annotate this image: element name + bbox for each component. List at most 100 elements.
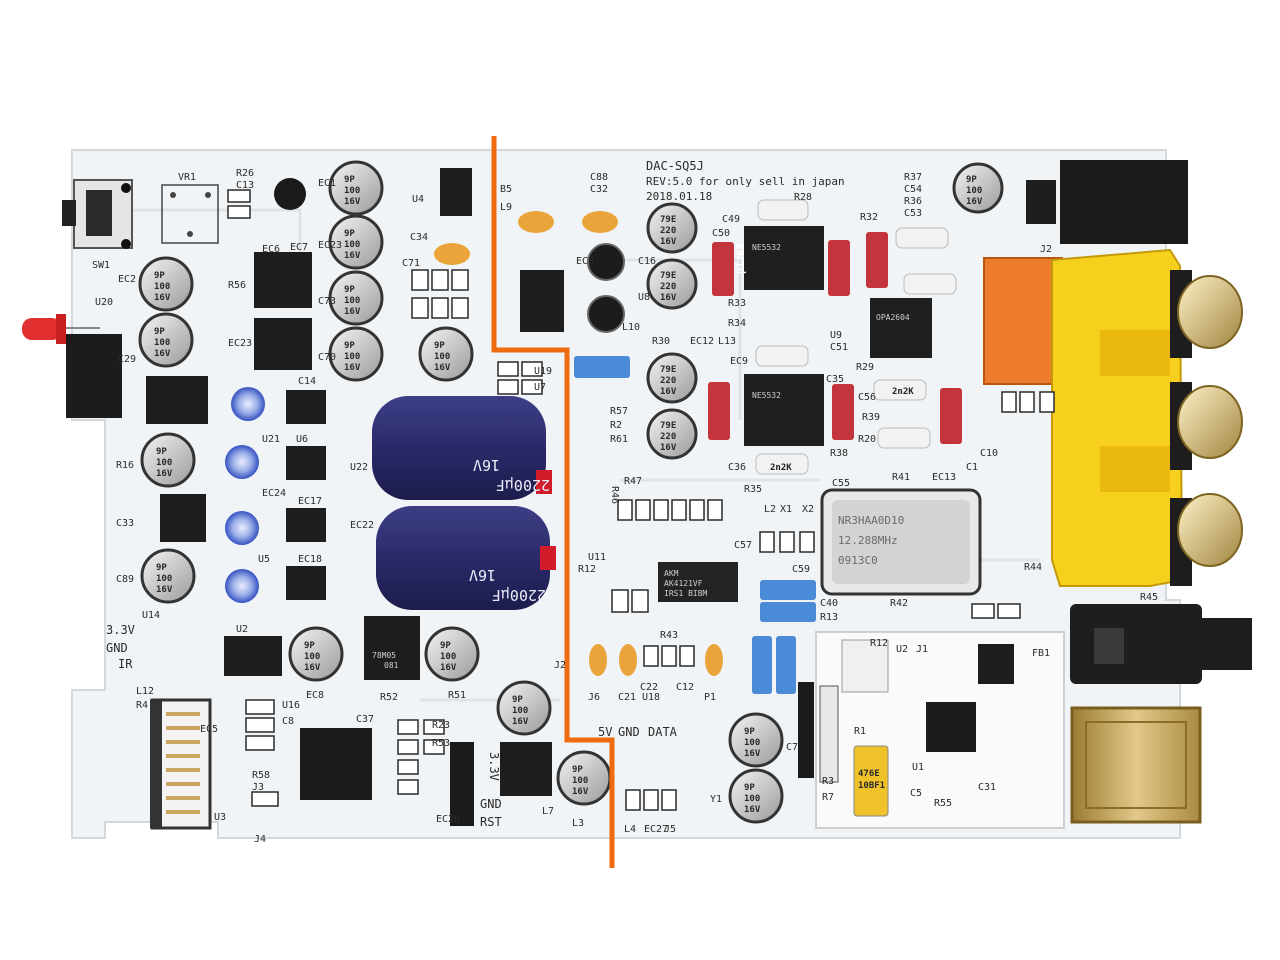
optical-connector xyxy=(1070,604,1252,684)
svg-text:9P: 9P xyxy=(744,783,755,793)
svg-text:J4: J4 xyxy=(254,834,266,845)
svg-text:R28: R28 xyxy=(794,192,812,203)
svg-text:220: 220 xyxy=(660,282,676,292)
svg-text:C51: C51 xyxy=(830,342,848,353)
label-rst: RST xyxy=(480,815,502,829)
svg-text:R20: R20 xyxy=(858,434,876,445)
svg-text:R42: R42 xyxy=(890,598,908,609)
svg-text:100: 100 xyxy=(154,338,170,348)
svg-text:B5: B5 xyxy=(500,184,512,195)
svg-text:12.288MHz: 12.288MHz xyxy=(838,534,898,547)
silk-vr1: VR1 xyxy=(178,172,196,183)
svg-text:R32: R32 xyxy=(860,212,878,223)
svg-text:C34: C34 xyxy=(410,232,428,243)
svg-text:C36: C36 xyxy=(728,462,746,473)
svg-text:16V: 16V xyxy=(473,456,500,474)
svg-text:2n2K: 2n2K xyxy=(892,387,914,397)
relay xyxy=(983,257,1063,385)
svg-text:C37: C37 xyxy=(356,714,374,725)
svg-text:100: 100 xyxy=(572,776,588,786)
svg-text:R23: R23 xyxy=(432,720,450,731)
svg-text:EC12: EC12 xyxy=(690,336,714,347)
svg-text:100: 100 xyxy=(512,706,528,716)
svg-text:AK4121VF: AK4121VF xyxy=(664,579,703,588)
svg-text:EC6: EC6 xyxy=(262,244,280,255)
svg-text:U6: U6 xyxy=(296,434,308,445)
svg-text:EC8: EC8 xyxy=(576,256,594,267)
svg-text:9P: 9P xyxy=(572,765,583,775)
svg-text:79E: 79E xyxy=(660,421,676,431)
small-dark-caps xyxy=(274,178,625,333)
svg-text:100: 100 xyxy=(344,352,360,362)
svg-text:79E: 79E xyxy=(660,365,676,375)
svg-text:16V: 16V xyxy=(512,717,529,727)
svg-text:C49: C49 xyxy=(722,214,740,225)
svg-text:C88: C88 xyxy=(590,172,608,183)
svg-text:OPA2604: OPA2604 xyxy=(876,313,910,322)
vr1-outline xyxy=(161,184,219,244)
led1 xyxy=(22,314,100,344)
svg-text:EC9: EC9 xyxy=(730,356,748,367)
svg-text:081: 081 xyxy=(384,661,399,670)
svg-text:R1: R1 xyxy=(854,726,866,737)
mcu-u16 xyxy=(300,728,372,800)
svg-text:L7: L7 xyxy=(542,806,554,817)
svg-text:C53: C53 xyxy=(904,208,922,219)
svg-text:C22: C22 xyxy=(640,682,658,693)
svg-text:C70: C70 xyxy=(318,352,336,363)
svg-text:EC22: EC22 xyxy=(350,520,374,531)
svg-text:16V: 16V xyxy=(344,197,361,207)
svg-text:L4: L4 xyxy=(624,824,636,835)
svg-text:C1: C1 xyxy=(966,462,978,473)
svg-text:C13: C13 xyxy=(236,180,254,191)
svg-text:16V: 16V xyxy=(154,349,171,359)
svg-text:100: 100 xyxy=(440,652,456,662)
bulk-capacitor-top: 2200µF 16V xyxy=(372,396,552,500)
svg-text:IRS1 BIBM: IRS1 BIBM xyxy=(664,589,708,598)
svg-text:X2: X2 xyxy=(802,504,814,515)
svg-text:P1: P1 xyxy=(704,692,716,703)
svg-text:EC13: EC13 xyxy=(932,472,956,483)
svg-text:R3: R3 xyxy=(822,776,834,787)
svg-text:J6: J6 xyxy=(588,692,600,703)
svg-text:100: 100 xyxy=(344,296,360,306)
svg-text:EC20: EC20 xyxy=(436,814,460,825)
yellow-ceramic-caps xyxy=(434,211,723,676)
svg-text:9P: 9P xyxy=(154,271,165,281)
svg-text:C31: C31 xyxy=(978,782,996,793)
board-model: DAC-SQ5J xyxy=(646,159,704,173)
svg-text:EC23: EC23 xyxy=(318,240,342,251)
svg-text:R13: R13 xyxy=(820,612,838,623)
blue-capacitors xyxy=(225,387,265,603)
svg-text:C29: C29 xyxy=(118,354,136,365)
svg-text:EC24: EC24 xyxy=(262,488,286,499)
svg-text:9P: 9P xyxy=(304,641,315,651)
svg-text:R53: R53 xyxy=(432,738,450,749)
svg-text:10BF1: 10BF1 xyxy=(858,781,885,791)
svg-text:EC17: EC17 xyxy=(298,496,322,507)
regulator-u3 xyxy=(500,742,552,796)
svg-text:R16: R16 xyxy=(116,460,134,471)
svg-text:C73: C73 xyxy=(318,296,336,307)
svg-text:16V: 16V xyxy=(156,469,173,479)
svg-text:C50: C50 xyxy=(712,228,730,239)
svg-text:R58: R58 xyxy=(252,770,270,781)
regulator-u2: 78M05 081 xyxy=(364,616,420,680)
svg-text:NE5532: NE5532 xyxy=(752,243,781,252)
svg-text:EC5: EC5 xyxy=(200,724,218,735)
svg-text:AKM: AKM xyxy=(664,569,679,578)
label-ir: IR xyxy=(118,657,133,671)
svg-text:R12: R12 xyxy=(578,564,596,575)
svg-text:L13: L13 xyxy=(718,336,736,347)
svg-text:9P: 9P xyxy=(156,447,167,457)
svg-text:9P: 9P xyxy=(344,175,355,185)
svg-text:R7: R7 xyxy=(822,792,834,803)
svg-text:U9: U9 xyxy=(830,330,842,341)
svg-text:16V: 16V xyxy=(156,585,173,595)
smd-passive-field xyxy=(227,189,1055,811)
svg-text:16V: 16V xyxy=(660,443,677,453)
svg-text:J5: J5 xyxy=(664,824,676,835)
svg-text:16V: 16V xyxy=(744,805,761,815)
svg-text:U19: U19 xyxy=(534,366,552,377)
